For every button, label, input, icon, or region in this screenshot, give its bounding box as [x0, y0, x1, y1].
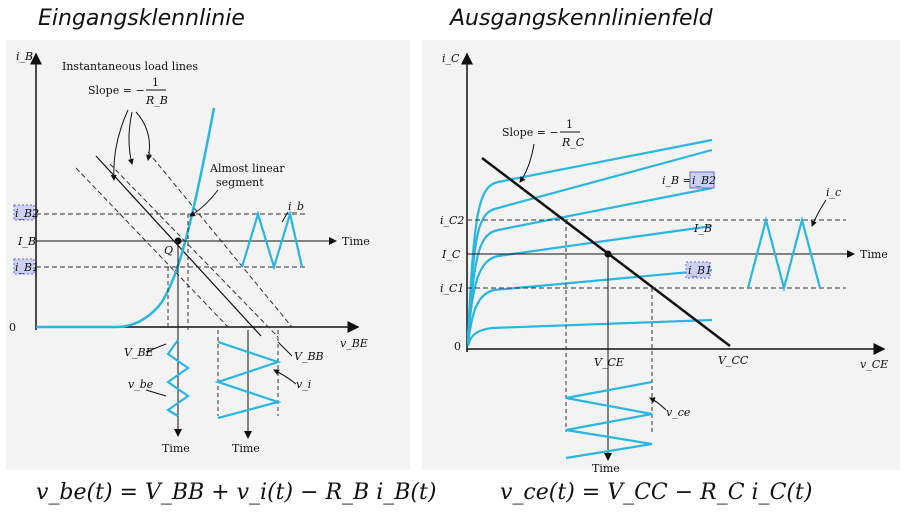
linear-label-1: Almost linear	[209, 162, 285, 175]
x-axis-label: v_BE	[340, 337, 368, 350]
IC-label: I_C	[441, 248, 461, 261]
slope-den: R_B	[145, 94, 168, 107]
output-characteristic-title: Ausgangskennlinienfeld	[450, 6, 713, 31]
origin-zero: 0	[9, 321, 16, 334]
input-equation: v_be(t) = V_BB + v_i(t) − R_B i_B(t)	[36, 480, 437, 505]
ib-waveform	[240, 209, 304, 271]
input-characteristic-panel: i_B v_BE 0 Instantaneous load lines Slop…	[6, 40, 410, 470]
vce-label: v_ce	[666, 406, 691, 419]
input-curve	[36, 107, 216, 329]
input-characteristic-title: Eingangsklennlinie	[38, 6, 245, 31]
x-axis-label: v_CE	[860, 358, 888, 371]
iB2-box	[13, 204, 35, 221]
slope-num: 1	[152, 76, 159, 89]
y-axis-label: i_B	[16, 50, 33, 63]
iB-eq-label: i_B =	[662, 174, 692, 187]
vi-label: v_i	[296, 378, 311, 391]
time-label-bottom: Time	[592, 462, 620, 475]
time-label-right: Time	[860, 248, 888, 261]
iB2-label: i_B2	[692, 174, 716, 187]
time-label-bottom-2: Time	[232, 442, 260, 455]
VBE-label: V_BE	[124, 346, 154, 359]
load-lines-label: Instantaneous load lines	[62, 60, 198, 73]
input-characteristic-diagram: i_B v_BE 0 Instantaneous load lines Slop…	[9, 50, 370, 455]
VCC-label: V_CC	[718, 354, 749, 367]
ic-wave-label: i_c	[826, 186, 841, 199]
vi-waveform	[214, 340, 282, 420]
iC1-label: i_C1	[440, 282, 464, 295]
vbe-label: v_be	[128, 378, 154, 391]
q-label: Q	[164, 244, 173, 257]
IB-label: I_B	[17, 235, 36, 248]
load-line-1	[75, 167, 229, 328]
iB1-box	[685, 261, 711, 279]
output-characteristic-diagram: i_C v_CE 0 Slope = − 1 R_C Time i_C2 I_C…	[440, 52, 888, 475]
IB-label: I_B	[693, 222, 712, 235]
iB1-label: i_B1	[15, 261, 39, 274]
iB1-label: i_B1	[688, 264, 712, 277]
iB2-box	[689, 171, 715, 189]
VCE-label: V_CE	[594, 356, 624, 369]
q-point	[174, 237, 182, 245]
output-curve-4	[466, 186, 713, 341]
slope-num: 1	[566, 118, 573, 131]
output-curve-2	[466, 268, 713, 345]
slope-label: Slope = −	[88, 84, 145, 97]
output-curve-6	[466, 138, 713, 337]
iB2-label: i_B2	[15, 207, 39, 220]
output-characteristic-panel: i_C v_CE 0 Slope = − 1 R_C Time i_C2 I_C…	[422, 40, 900, 475]
linear-label-2: segment	[216, 176, 264, 189]
time-label-right: Time	[342, 235, 370, 248]
ic-waveform	[746, 215, 822, 293]
output-equation: v_ce(t) = V_CC − R_C i_C(t)	[500, 480, 813, 505]
slope-label: Slope = −	[502, 126, 559, 139]
y-axis-label: i_C	[442, 52, 460, 65]
iC2-label: i_C2	[440, 214, 464, 227]
time-label-bottom-1: Time	[162, 442, 190, 455]
load-line-3	[147, 151, 293, 328]
vbe-waveform	[165, 339, 190, 417]
slope-den: R_C	[561, 136, 585, 149]
VBB-label: V_BB	[294, 350, 324, 363]
vce-waveform	[565, 380, 653, 460]
load-line-2	[109, 163, 279, 338]
q-point	[604, 250, 612, 258]
output-curve-1	[466, 318, 713, 347]
iB1-box	[13, 258, 35, 275]
ib-wave-label: i_b	[288, 200, 304, 213]
origin-zero: 0	[454, 340, 461, 353]
